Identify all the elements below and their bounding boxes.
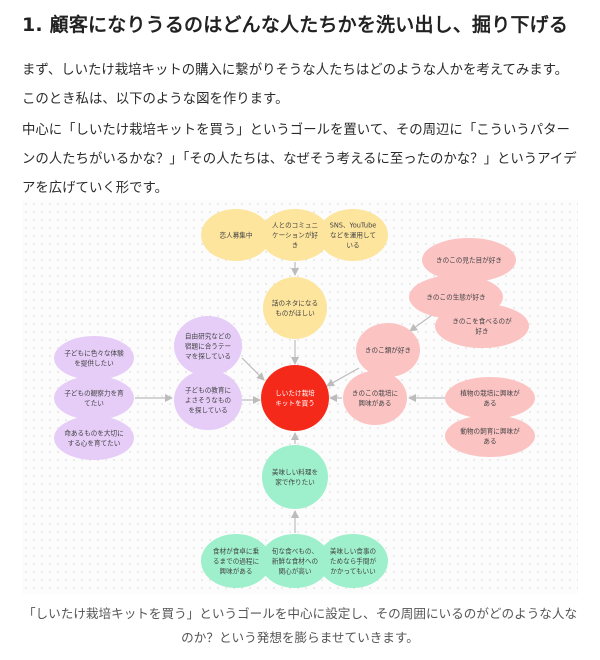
node-child-observe: 子どもの観察力を育てたい — [54, 376, 134, 420]
node-free-research: 自由研究などの宿題に合うテーマを探している — [174, 316, 242, 376]
node-mushroom-look: きのこの見た目が好き — [422, 238, 516, 282]
node-food-process: 食材が食卓に乗るまでの過程に興味がある — [201, 534, 271, 588]
node-label: 人とのコミュニケーションが好き — [272, 222, 318, 250]
node-label: 美味しい食事のためなら手間がかかってもいい — [330, 547, 377, 576]
node-label: きのこの栽培に興味がある — [352, 389, 398, 408]
method-paragraph: 中心に「しいたけ栽培キットを買う」というゴールを置いて、その周辺に「こういうパタ… — [22, 123, 577, 196]
node-label: 子どもの観察力を育てたい — [64, 389, 124, 408]
node-plant-grow: 植物の栽培に興味がある — [445, 377, 535, 419]
node-label: 動物の飼育に興味がある — [460, 427, 520, 446]
node-child-edu: 子どもの教育によさそうなものを探している — [174, 370, 242, 430]
node-label: 自由研究などの宿題に合うテーマを探している — [185, 332, 231, 361]
node-label: 子どもに色々な体験を提供したい — [64, 349, 124, 368]
intro-paragraph: まず、しいたけ栽培キットの購入に繋がりそうな人たちはどのような人かを考えてみます… — [22, 63, 569, 107]
section-heading: 1. 顧客になりうるのはどんな人たちかを洗い出し、掘り下げる — [22, 14, 569, 36]
node-fresh-food: 旬な食べもの、新鮮な食材への関心が高い — [260, 534, 330, 588]
node-label: 話のネタになるものがほしい — [272, 299, 318, 318]
node-label: 植物の栽培に興味がある — [460, 389, 520, 408]
node-label: きのこを食べるのが好き — [452, 317, 512, 336]
node-label: 美味しい料理を家で作りたい — [272, 468, 318, 487]
node-label: しいたけ栽培キットを買う — [275, 389, 315, 408]
node-label: 子どもの教育によさそうなものを探している — [185, 386, 231, 415]
arrow-type-to-goal — [326, 367, 360, 387]
node-animal-raise: 動物の飼育に興味がある — [445, 415, 535, 457]
node-goal: しいたけ栽培キットを買う — [261, 365, 329, 431]
node-mushroom-grow: きのこの栽培に興味がある — [343, 371, 407, 425]
arrow-ecology-to-type — [409, 314, 433, 332]
figure-caption: 「しいたけ栽培キットを買う」というゴールを中心に設定し、その周囲にいるのがどのよ… — [22, 606, 578, 645]
node-label: きのこの生態が好き — [426, 293, 485, 302]
node-mushroom-eat: きのこを食べるのが好き — [435, 304, 529, 348]
node-label: 恋人募集中 — [220, 231, 253, 240]
node-child-experience: 子どもに色々な体験を提供したい — [54, 336, 134, 380]
node-label: 命あるものを大切にする心を育てたい — [64, 429, 123, 448]
arrow-research-to-goal — [241, 357, 265, 381]
node-mushroom-type: きのこ類が好き — [356, 323, 420, 377]
node-label: きのこ類が好き — [365, 346, 411, 355]
node-cook: 美味しい料理を家で作りたい — [262, 445, 328, 509]
node-tasty-meal: 美味しい食事のためなら手間がかかってもいい — [318, 534, 388, 588]
node-child-life: 命あるものを大切にする心を育てたい — [54, 416, 134, 460]
node-topic: 話のネタになるものがほしい — [263, 277, 327, 339]
node-recruit: 恋人募集中 — [201, 209, 271, 261]
node-label: 旬な食べもの、新鮮な食材への関心が高い — [272, 547, 318, 576]
node-label: 食材が食卓に乗るまでの過程に興味がある — [213, 547, 260, 576]
node-label: きのこの見た目が好き — [436, 256, 502, 265]
node-communication: 人とのコミュニケーションが好き — [260, 209, 330, 261]
